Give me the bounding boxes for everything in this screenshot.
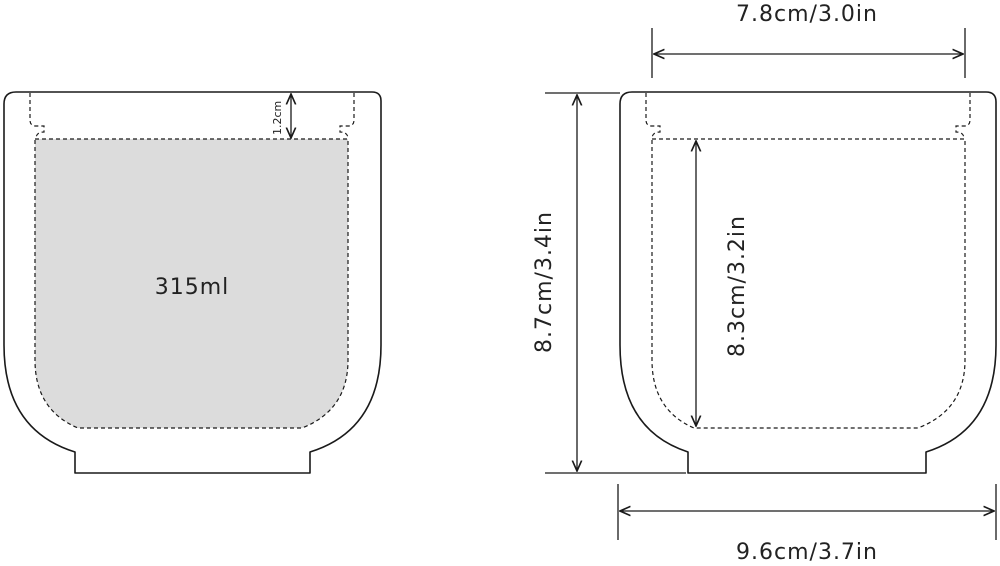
left-pot-inner-rim xyxy=(29,93,45,140)
left-pot-inner-rim-right xyxy=(339,93,355,140)
top-width-dimension: 7.8cm/3.0in xyxy=(651,2,966,78)
left-pot-outline xyxy=(3,91,382,474)
inner-height-label: 8.3cm/3.2in xyxy=(725,215,750,357)
bottom-width-dimension: 9.6cm/3.7in xyxy=(617,484,997,565)
total-height-dimension: 8.7cm/3.4in xyxy=(532,92,686,474)
right-pot xyxy=(619,91,997,474)
total-height-label: 8.7cm/3.4in xyxy=(532,211,557,353)
bottom-width-label: 9.6cm/3.7in xyxy=(736,540,878,565)
left-pot: 1.2cm 315ml xyxy=(3,91,382,474)
right-pot-outline xyxy=(619,91,997,474)
right-pot-inner-rim-right xyxy=(955,93,971,140)
capacity-label: 315ml xyxy=(155,275,230,300)
right-pot-inner-cavity xyxy=(651,138,966,429)
rim-depth-label: 1.2cm xyxy=(271,101,284,135)
inner-height-dimension: 8.3cm/3.2in xyxy=(696,141,750,426)
capacity-volume-fill xyxy=(34,138,349,429)
top-width-label: 7.8cm/3.0in xyxy=(736,2,878,27)
right-pot-inner-rim xyxy=(645,93,661,140)
